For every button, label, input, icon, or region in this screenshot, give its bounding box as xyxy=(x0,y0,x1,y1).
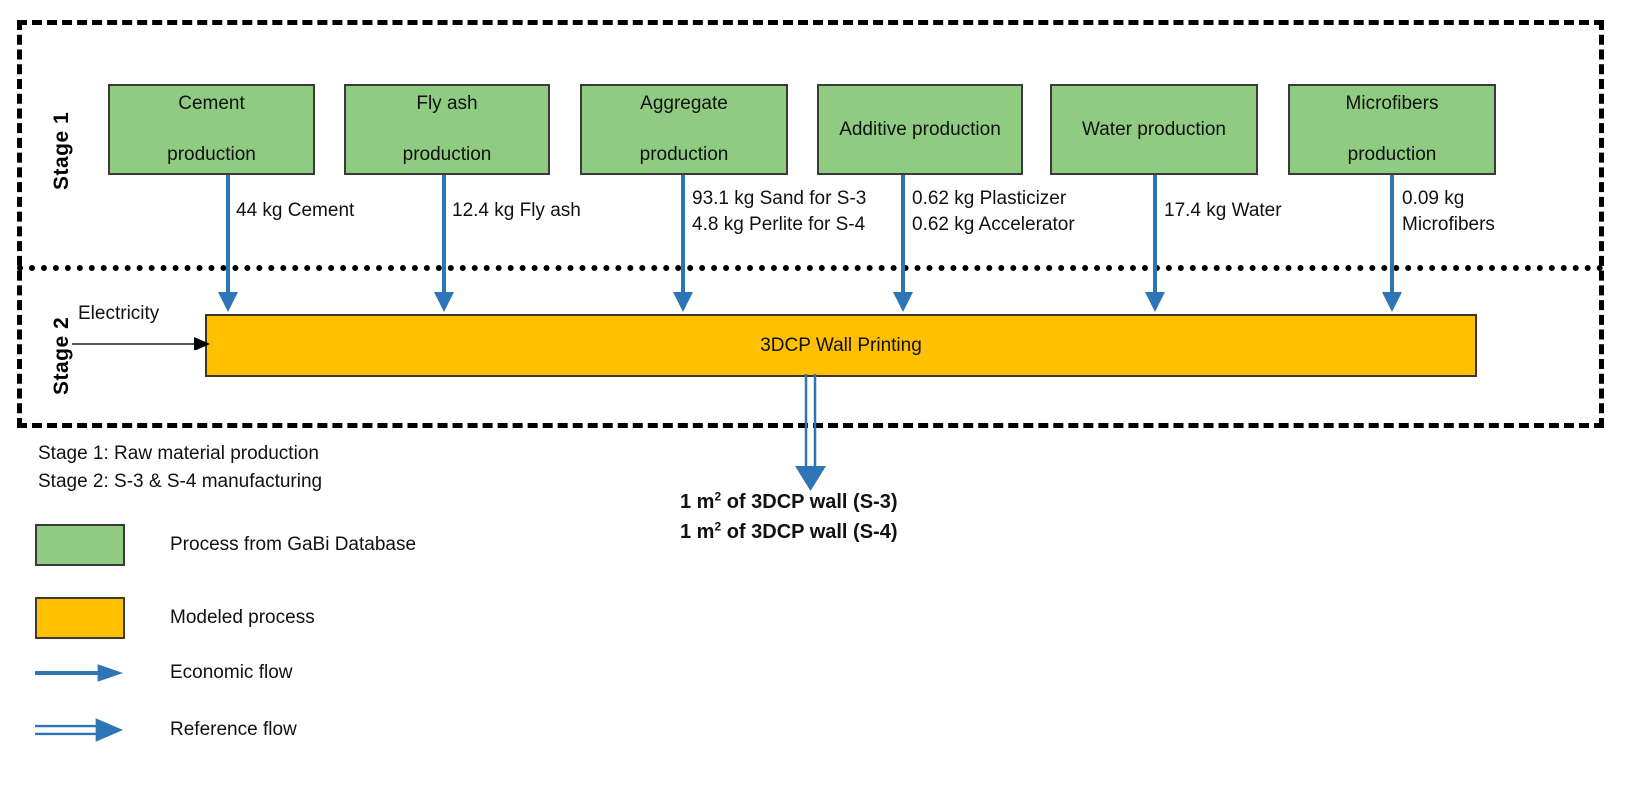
legend-label: Modeled process xyxy=(170,607,315,628)
flow-label-line: 4.8 kg Perlite for S-4 xyxy=(692,213,866,235)
legend-label: Process from GaBi Database xyxy=(170,534,417,555)
flow-label-line: 17.4 kg Water xyxy=(1164,200,1282,221)
legend-label: Reference flow xyxy=(170,719,297,740)
stage-caption-line-1: Stage 1: Raw material production xyxy=(38,443,319,464)
process-box-additive-production[interactable]: Additive production xyxy=(817,84,1023,175)
legend-double-arrow-icon xyxy=(35,716,125,744)
modeled-process-label: 3DCP Wall Printing xyxy=(760,334,922,356)
process-box-fly-ash-production[interactable]: Fly ash production xyxy=(344,84,550,175)
legend-swatch-orange xyxy=(35,597,125,639)
process-label-line2: production xyxy=(402,144,492,166)
stage-1-label: Stage 1 xyxy=(50,111,73,190)
flow-label-line: 44 kg Cement xyxy=(236,200,355,221)
economic-flow-label-5: 0.09 kg Microfibers xyxy=(1402,186,1495,237)
flow-label-line: 0.62 kg Plasticizer xyxy=(912,188,1067,209)
economic-flow-label-4: 17.4 kg Water xyxy=(1164,198,1282,224)
stage-caption: Stage 1: Raw material production Stage 2… xyxy=(38,440,322,495)
legend-swatch-green xyxy=(35,524,125,566)
economic-flow-arrow-0 xyxy=(213,175,243,312)
process-label-line1: Fly ash xyxy=(416,93,478,115)
reference-flow-line-1: 1 m2 of 3DCP wall (S-3) xyxy=(680,489,898,513)
economic-flow-label-2: 93.1 kg Sand for S-3 4.8 kg Perlite for S… xyxy=(692,186,866,237)
process-label-line1: Cement xyxy=(178,93,245,115)
reference-flow-label: 1 m2 of 3DCP wall (S-3) 1 m2 of 3DCP wal… xyxy=(680,487,897,547)
legend-item-modeled-process: Modeled process xyxy=(35,597,315,639)
process-label-line1: Aggregate xyxy=(640,93,728,115)
economic-flow-arrow-3 xyxy=(888,175,918,312)
electricity-input-label: Electricity xyxy=(78,303,160,324)
flow-label-line: Microfibers xyxy=(1402,213,1495,235)
flow-label-line: 93.1 kg Sand for S-3 xyxy=(692,188,867,209)
process-label-line2: production xyxy=(1347,144,1437,166)
economic-flow-arrow-1 xyxy=(429,175,459,312)
economic-flow-label-3: 0.62 kg Plasticizer 0.62 kg Accelerator xyxy=(912,186,1075,237)
legend-item-process-from-gabi-database: Process from GaBi Database xyxy=(35,524,416,566)
process-box-cement-production[interactable]: Cement production xyxy=(108,84,315,175)
electricity-arrow-icon xyxy=(72,330,212,355)
legend-label: Economic flow xyxy=(170,662,293,683)
economic-flow-label-0: 44 kg Cement xyxy=(236,198,354,224)
system-boundary xyxy=(17,20,1604,428)
process-label-line1: Water production xyxy=(1082,118,1226,140)
modeled-process-3dcp-wall-printing[interactable]: 3DCP Wall Printing xyxy=(205,314,1477,377)
process-label-line1: Microfibers xyxy=(1345,93,1439,115)
economic-flow-arrow-2 xyxy=(668,175,698,312)
legend-item-economic-flow: Economic flow xyxy=(35,659,293,687)
legend-item-reference-flow: Reference flow xyxy=(35,716,297,744)
legend-single-arrow-icon xyxy=(35,659,125,687)
stage-divider-dotted-line xyxy=(17,265,1604,271)
process-label-line2: production xyxy=(167,144,256,166)
flow-label-line: 0.62 kg Accelerator xyxy=(912,213,1075,235)
flow-label-line: 12.4 kg Fly ash xyxy=(452,200,581,221)
process-box-aggregate-production[interactable]: Aggregate production xyxy=(580,84,788,175)
process-box-microfibers-production[interactable]: Microfibers production xyxy=(1288,84,1496,175)
economic-flow-arrow-4 xyxy=(1140,175,1170,312)
economic-flow-label-1: 12.4 kg Fly ash xyxy=(452,198,581,224)
process-label-line1: Additive production xyxy=(839,118,1001,140)
reference-flow-line-2: 1 m2 of 3DCP wall (S-4) xyxy=(680,519,898,543)
process-label-line2: production xyxy=(639,144,729,166)
stage-2-label: Stage 2 xyxy=(50,316,73,395)
economic-flow-arrow-5 xyxy=(1377,175,1407,312)
stage-caption-line-2: Stage 2: S-3 & S-4 manufacturing xyxy=(38,470,323,492)
reference-flow-arrow-icon xyxy=(790,374,834,497)
flow-label-line: 0.09 kg xyxy=(1402,188,1465,209)
process-box-water-production[interactable]: Water production xyxy=(1050,84,1258,175)
